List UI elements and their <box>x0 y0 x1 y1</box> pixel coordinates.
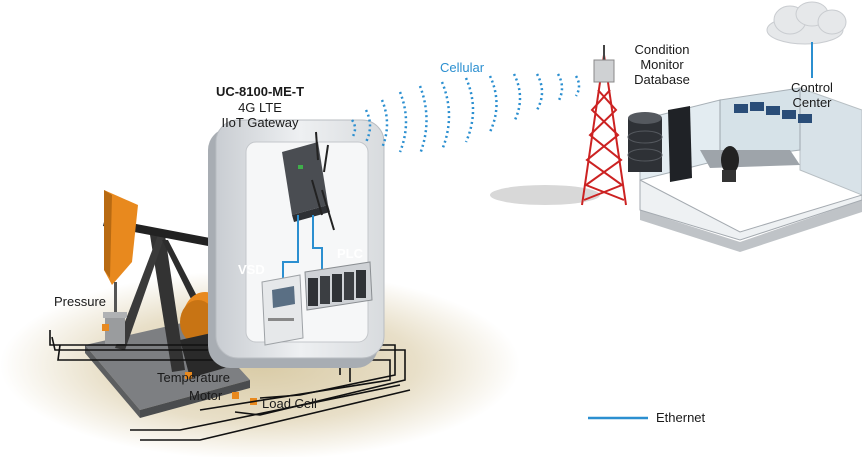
pressure-sensor-marker <box>102 324 109 331</box>
ethernet-legend-label: Ethernet <box>656 410 706 425</box>
database-label: Condition Monitor Database <box>634 42 690 87</box>
cellular-signal <box>350 73 581 155</box>
control-center-label: Control Center <box>791 80 833 110</box>
cell-tower <box>581 45 627 206</box>
temperature-sensor-marker <box>185 372 192 379</box>
motor-sensor-marker <box>232 392 239 399</box>
cloud-icon <box>766 1 847 45</box>
plc-label: PLC <box>337 246 363 261</box>
gateway-description-label: 4G LTE IIoT Gateway <box>221 100 299 130</box>
ethernet-links <box>282 215 323 285</box>
gateway-device <box>282 131 335 231</box>
plc-unit <box>304 261 373 311</box>
motor-label: Motor <box>189 388 223 403</box>
tower-shadow <box>490 185 600 205</box>
vsd-label: VSD <box>238 262 265 277</box>
pressure-label: Pressure <box>54 294 107 309</box>
vsd-unit <box>261 274 304 346</box>
database-server <box>627 106 692 182</box>
gateway-model-label: UC-8100-ME-T <box>215 84 305 99</box>
load-cell-label: Load Cell <box>262 396 317 411</box>
cellular-label: Cellular <box>440 60 485 75</box>
temperature-label: Temperature <box>157 370 230 385</box>
